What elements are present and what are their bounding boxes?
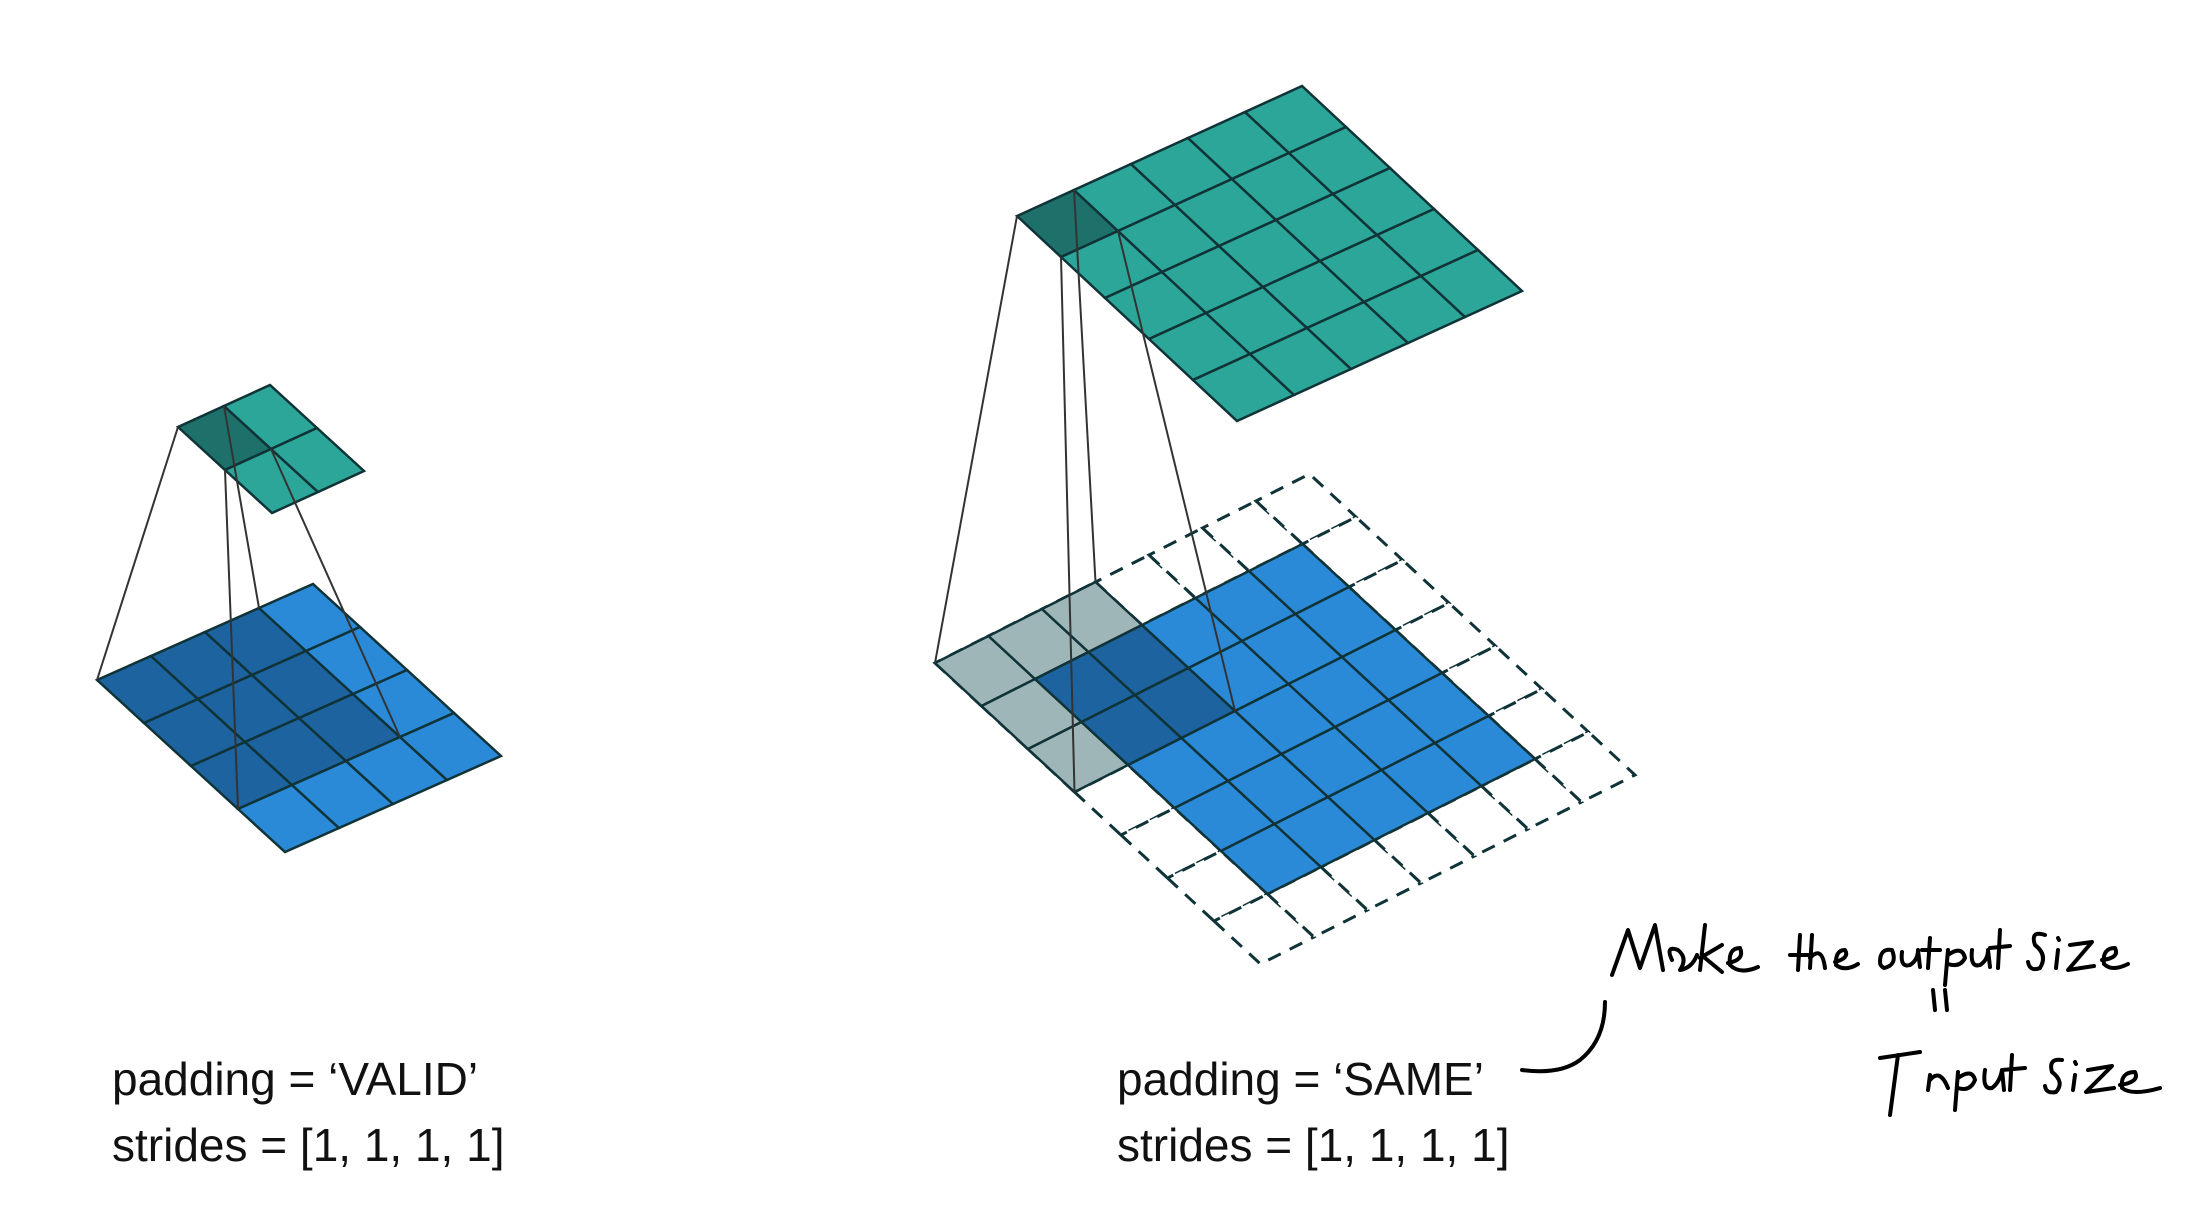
projection-line	[223, 405, 260, 609]
projection-line	[270, 448, 401, 738]
projection-line	[934, 215, 1018, 664]
projection-line	[1060, 256, 1076, 793]
input-cell	[1432, 714, 1538, 788]
valid-caption: padding = ‘VALID’ strides = [1, 1, 1, 1]	[112, 1046, 504, 1178]
output-cell	[268, 426, 367, 494]
projection-line	[1117, 230, 1236, 712]
projection-line	[1073, 189, 1097, 583]
handwritten-annotation	[1520, 923, 2162, 1117]
same-strides-label: strides = [1, 1, 1, 1]	[1117, 1119, 1510, 1171]
projection-line	[96, 426, 179, 681]
valid-padding-label: padding = ‘VALID’	[112, 1053, 479, 1105]
same-convolution-figure	[932, 84, 1638, 966]
handwriting-the	[1788, 933, 1860, 972]
projection-line	[224, 469, 239, 810]
valid-strides-label: strides = [1, 1, 1, 1]	[112, 1119, 505, 1171]
handwriting-input	[1878, 1050, 2027, 1117]
same-padding-label: padding = ‘SAME’	[1117, 1053, 1484, 1105]
same-caption: padding = ‘SAME’ strides = [1, 1, 1, 1]	[1117, 1046, 1509, 1178]
handwriting-size	[2026, 931, 2130, 972]
padding-cell	[1532, 730, 1638, 804]
handwriting-equals	[1931, 988, 1949, 1012]
handwriting-size-2	[2043, 1057, 2162, 1095]
input-cell	[397, 711, 504, 782]
output-cell	[1418, 248, 1525, 319]
annotation-arrow	[1520, 1000, 1607, 1074]
handwriting-make	[1610, 923, 1760, 977]
valid-convolution-figure	[94, 383, 504, 854]
handwriting-output	[1878, 928, 2012, 987]
